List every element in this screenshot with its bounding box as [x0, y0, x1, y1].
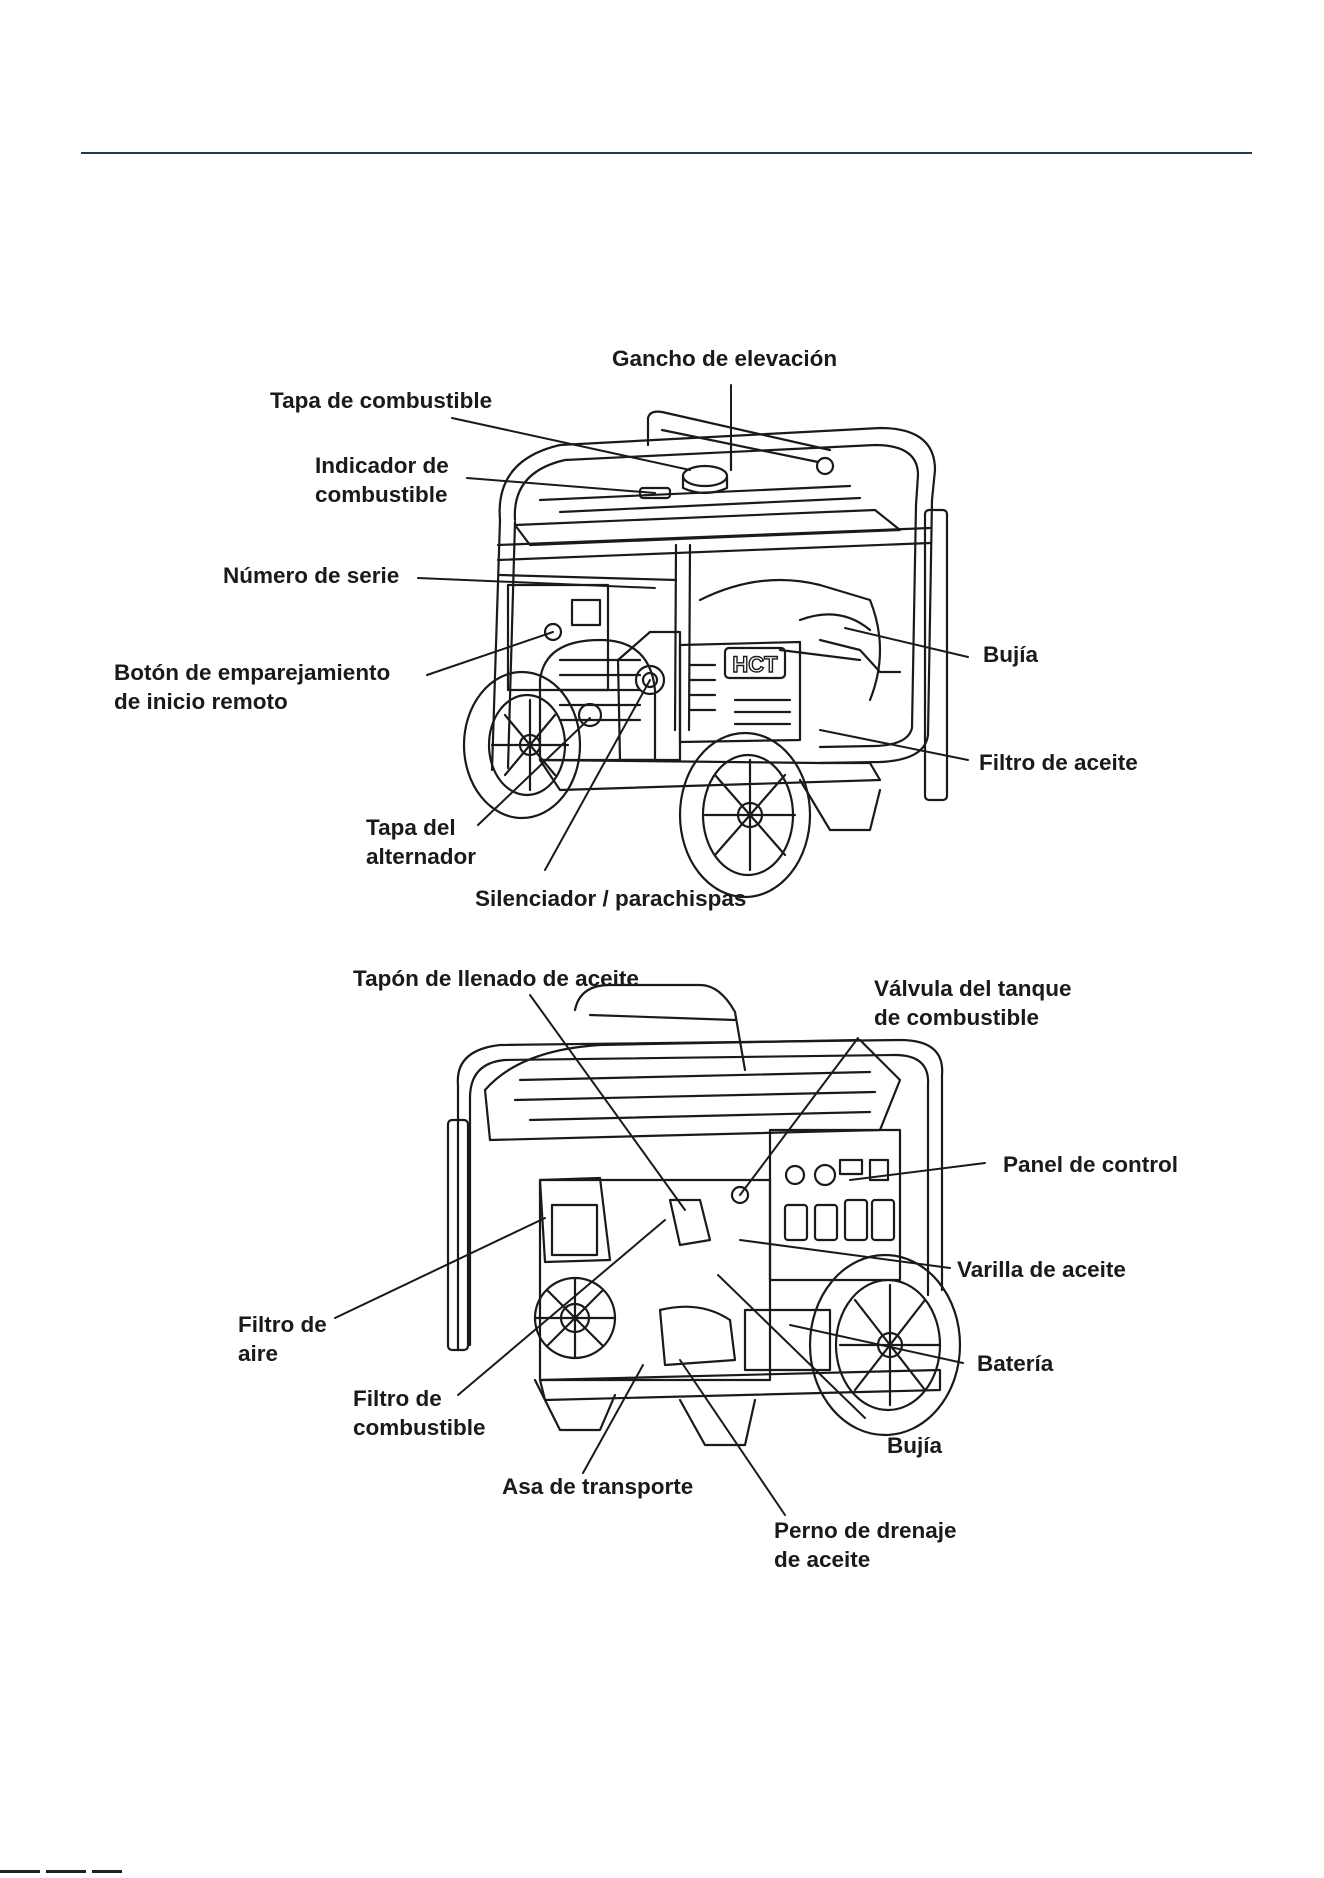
header-rule [81, 152, 1252, 154]
frame-top-rail [498, 426, 937, 522]
label-fuel-filter: Filtro de combustible [353, 1386, 486, 1440]
label-alternator-cover: Tapa del alternador [366, 815, 477, 869]
wheel-right [678, 731, 812, 899]
fuel-gauge-shape [638, 486, 672, 500]
label-remote-pairing-button: Botón de emparejamiento de inicio remoto [114, 660, 391, 714]
label-spark-plug-top: Bujía [983, 642, 1039, 667]
label-fuel-gauge: Indicador de combustible [315, 453, 449, 507]
fuel-tank [513, 508, 902, 547]
label-dipstick: Varilla de aceite [957, 1257, 1126, 1282]
alternator-housing [538, 638, 657, 762]
page-edge-marks [0, 1860, 130, 1873]
leader-lines-bottom [334, 994, 986, 1516]
label-battery: Batería [977, 1351, 1054, 1376]
label-oil-drain-bolt: Perno de drenaje de aceite [774, 1518, 957, 1572]
label-serial-number: Número de serie [223, 563, 400, 588]
leader-lines-top [417, 384, 969, 871]
generator-rear-view [446, 983, 962, 1447]
engine-cover [678, 640, 802, 744]
label-control-panel: Panel de control [1003, 1152, 1179, 1177]
frame-vertical-left [490, 518, 502, 772]
label-lifting-hook: Gancho de elevación [612, 346, 838, 371]
air-filter-shape [538, 1176, 612, 1264]
label-fuel-tank-valve: Válvula del tanque de combustible [874, 976, 1072, 1030]
fuel-tank [483, 1038, 902, 1142]
wheel-left [462, 670, 582, 820]
frame-vertical-right [818, 498, 934, 765]
label-oil-fill-cap: Tapón de llenado de aceite [353, 966, 639, 991]
label-spark-plug-bottom: Bujía [887, 1433, 943, 1458]
wheel-rear [808, 1253, 962, 1437]
frame-top-rail [456, 1038, 944, 1087]
lifting-bar [646, 410, 832, 452]
label-fuel-cap: Tapa de combustible [270, 388, 493, 413]
muffler-shape [616, 630, 682, 762]
engine-block [538, 1178, 772, 1382]
brand-badge: HCT [732, 652, 778, 677]
label-air-filter: Filtro de aire [238, 1312, 327, 1366]
label-carry-handle: Asa de transporte [502, 1474, 694, 1499]
label-muffler: Silenciador / parachispas [475, 886, 747, 911]
remote-panel-box [506, 583, 610, 692]
label-oil-filter: Filtro de aceite [979, 750, 1138, 775]
battery-shape [743, 1308, 832, 1372]
